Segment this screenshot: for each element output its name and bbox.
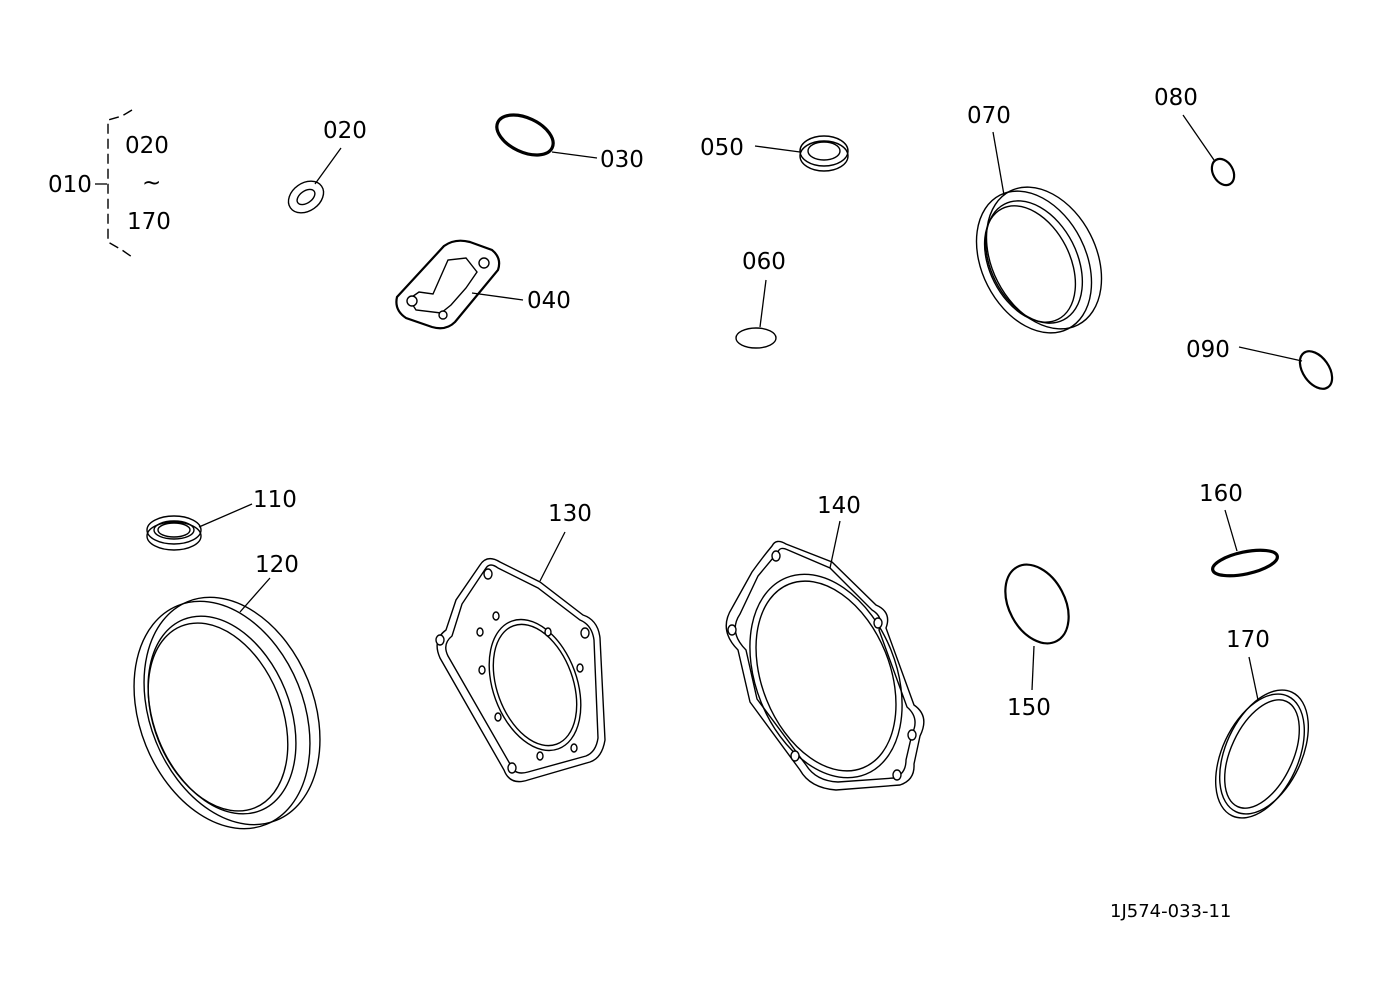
label-170-range-end: 170 bbox=[127, 209, 171, 235]
part-090-o-ring: 090 bbox=[1186, 337, 1334, 390]
label-060: 060 bbox=[742, 249, 786, 275]
part-110-seal: 110 bbox=[146, 487, 297, 551]
label-range-tilde: ~ bbox=[142, 170, 161, 196]
part-080-o-ring: 080 bbox=[1154, 85, 1236, 187]
part-050-seal-cup: 050 bbox=[700, 135, 849, 172]
label-040: 040 bbox=[527, 288, 571, 314]
label-080: 080 bbox=[1154, 85, 1198, 111]
label-010: 010 bbox=[48, 172, 92, 198]
label-140: 140 bbox=[817, 493, 861, 519]
part-140-large-gasket: 140 bbox=[725, 493, 925, 791]
label-020-range-start: 020 bbox=[125, 133, 169, 159]
label-160: 160 bbox=[1199, 481, 1243, 507]
part-170-ring: 170 bbox=[1214, 627, 1310, 819]
label-120: 120 bbox=[255, 552, 299, 578]
part-030-o-ring: 030 bbox=[495, 113, 644, 173]
part-120-oil-seal: 120 bbox=[133, 552, 321, 830]
label-130: 130 bbox=[548, 501, 592, 527]
label-170: 170 bbox=[1226, 627, 1270, 653]
label-150: 150 bbox=[1007, 695, 1051, 721]
label-030: 030 bbox=[600, 147, 644, 173]
label-090: 090 bbox=[1186, 337, 1230, 363]
part-130-plate-gasket: 130 bbox=[435, 501, 606, 783]
part-070-oil-seal: 070 bbox=[967, 103, 1103, 334]
part-060-o-ring: 060 bbox=[735, 249, 786, 349]
label-110: 110 bbox=[253, 487, 297, 513]
drawing-code: 1J574-033-11 bbox=[1110, 901, 1231, 922]
label-070: 070 bbox=[967, 103, 1011, 129]
label-050: 050 bbox=[700, 135, 744, 161]
part-020-small-seal: 020 bbox=[287, 118, 367, 214]
part-010-range-bracket: 010 020 ~ 170 bbox=[48, 109, 171, 258]
label-020: 020 bbox=[323, 118, 367, 144]
part-160-o-ring: 160 bbox=[1199, 481, 1279, 578]
part-150-o-ring: 150 bbox=[1004, 563, 1070, 721]
part-040-gasket: 040 bbox=[395, 239, 571, 330]
